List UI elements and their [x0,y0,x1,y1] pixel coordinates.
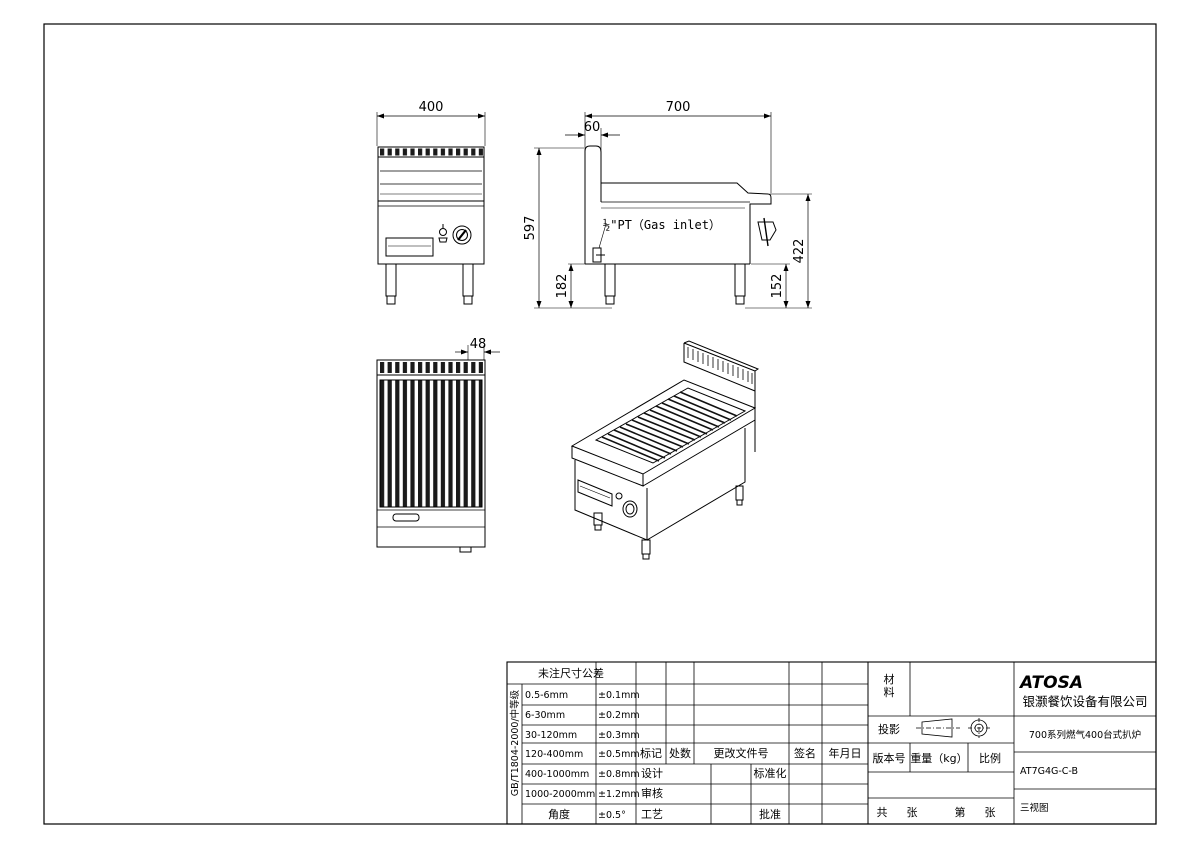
tol-range-0: 0.5-6mm [525,690,568,701]
tol-value-5: ±1.2mm [598,789,640,800]
rev-header-date: 年月日 [829,746,862,760]
tol-value-4: ±0.8mm [598,769,640,780]
dim-height-182: 182 [555,274,570,299]
rev-header-count: 处数 [669,747,691,760]
tol-value-2: ±0.3mm [598,730,640,741]
tol-range-4: 400-1000mm [525,769,589,780]
tol-range-3: 120-400mm [525,749,583,760]
side-view [534,112,812,309]
gas-inlet-note: ½"PT（Gas inlet） [603,218,721,232]
role-process: 工艺 [641,808,663,821]
top-view [376,345,500,553]
tol-value-3: ±0.5mm [598,749,640,760]
material-label: 材料 [884,672,895,699]
tol-range-6: 角度 [548,807,570,821]
dim-grid-48: 48 [470,337,487,352]
sheet-label: 张 [907,806,918,819]
tolerance-title: 未注尺寸公差 [538,666,604,680]
tol-range-2: 30-120mm [525,730,577,741]
page-sheet-label: 张 [985,806,996,819]
role-approve: 批准 [759,807,781,821]
role-standardize: 标准化 [754,766,787,780]
view-name: 三视图 [1020,802,1049,814]
dim-height-152: 152 [770,274,785,299]
title-block [506,661,1157,825]
dim-height-422: 422 [792,239,807,264]
dim-width-400: 400 [419,100,444,115]
standard-label: GB/T1804-2000/中等级 [509,689,521,796]
rev-header-doc: 更改文件号 [714,746,769,760]
role-review: 审核 [641,786,663,800]
dim-height-597: 597 [523,216,538,241]
total-label: 共 [877,806,888,819]
model-number: AT7G4G-C-B [1020,766,1078,777]
rev-header-mark: 标记 [640,746,662,760]
svg-text:ATOSA: ATOSA [1018,673,1083,693]
version-label: 版本号 [873,751,906,765]
scale-label: 比例 [979,751,1001,765]
weight-label: 重量（kg） [910,751,967,765]
tol-value-6: ±0.5° [598,810,626,821]
projection-symbol-icon [916,718,990,738]
dim-depth-700: 700 [666,100,691,115]
atosa-logo-icon: ATOSA [1018,673,1083,693]
company-name: 银灏餐饮设备有限公司 [1022,694,1147,709]
tol-value-1: ±0.2mm [598,710,640,721]
role-design: 设计 [641,767,663,780]
tol-range-5: 1000-2000mm [525,789,595,800]
page-label: 第 [955,805,966,819]
sheet-border [43,23,1157,825]
isometric-view [570,340,760,560]
dim-splash-60: 60 [584,120,601,135]
front-view [376,112,486,305]
tol-range-1: 6-30mm [525,710,565,721]
projection-label: 投影 [878,722,900,736]
product-name: 700系列燃气400台式扒炉 [1029,729,1141,741]
rev-header-sign: 签名 [794,746,816,760]
tol-value-0: ±0.1mm [598,690,640,701]
